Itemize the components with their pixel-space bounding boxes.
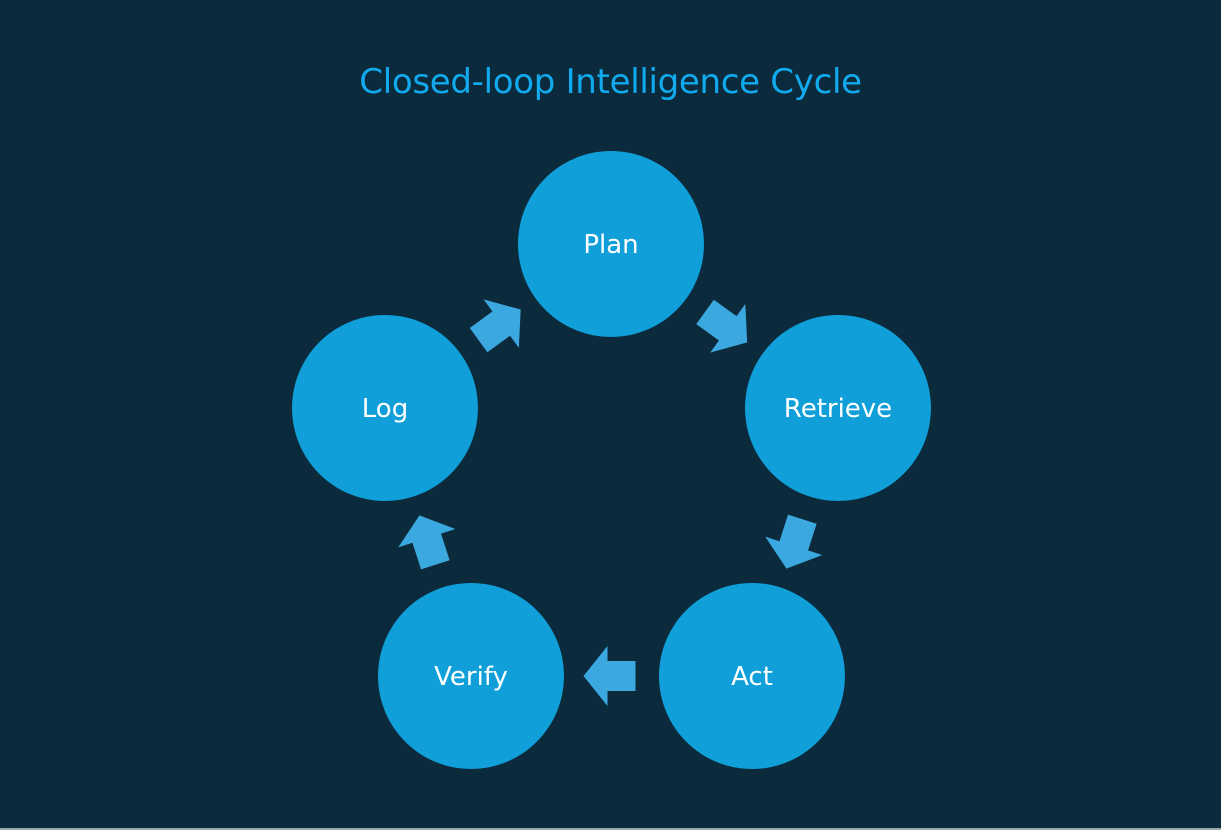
node-act: Act <box>659 583 845 769</box>
diagram-title: Closed-loop Intelligence Cycle <box>359 62 862 102</box>
bottom-divider <box>0 828 1221 830</box>
arrow-act-to-verify-icon <box>583 646 636 706</box>
node-label: Plan <box>583 230 638 260</box>
node-verify: Verify <box>378 583 564 769</box>
node-label: Log <box>362 394 408 424</box>
node-label: Verify <box>434 662 508 692</box>
node-circle <box>745 315 931 501</box>
node-label: Retrieve <box>784 394 892 424</box>
arrow-retrieve-to-act-icon <box>765 514 823 569</box>
arrow-log-to-plan-icon <box>469 299 521 353</box>
node-plan: Plan <box>518 151 704 337</box>
node-label: Act <box>731 662 773 692</box>
arrows-layer <box>398 299 823 706</box>
node-retrieve: Retrieve <box>745 315 931 501</box>
node-circle <box>378 583 564 769</box>
node-circle <box>659 583 845 769</box>
arrow-verify-to-log-icon <box>398 515 456 570</box>
arrow-plan-to-retrieve-icon <box>696 299 748 353</box>
node-circle <box>518 151 704 337</box>
node-circle <box>292 315 478 501</box>
node-log: Log <box>292 315 478 501</box>
